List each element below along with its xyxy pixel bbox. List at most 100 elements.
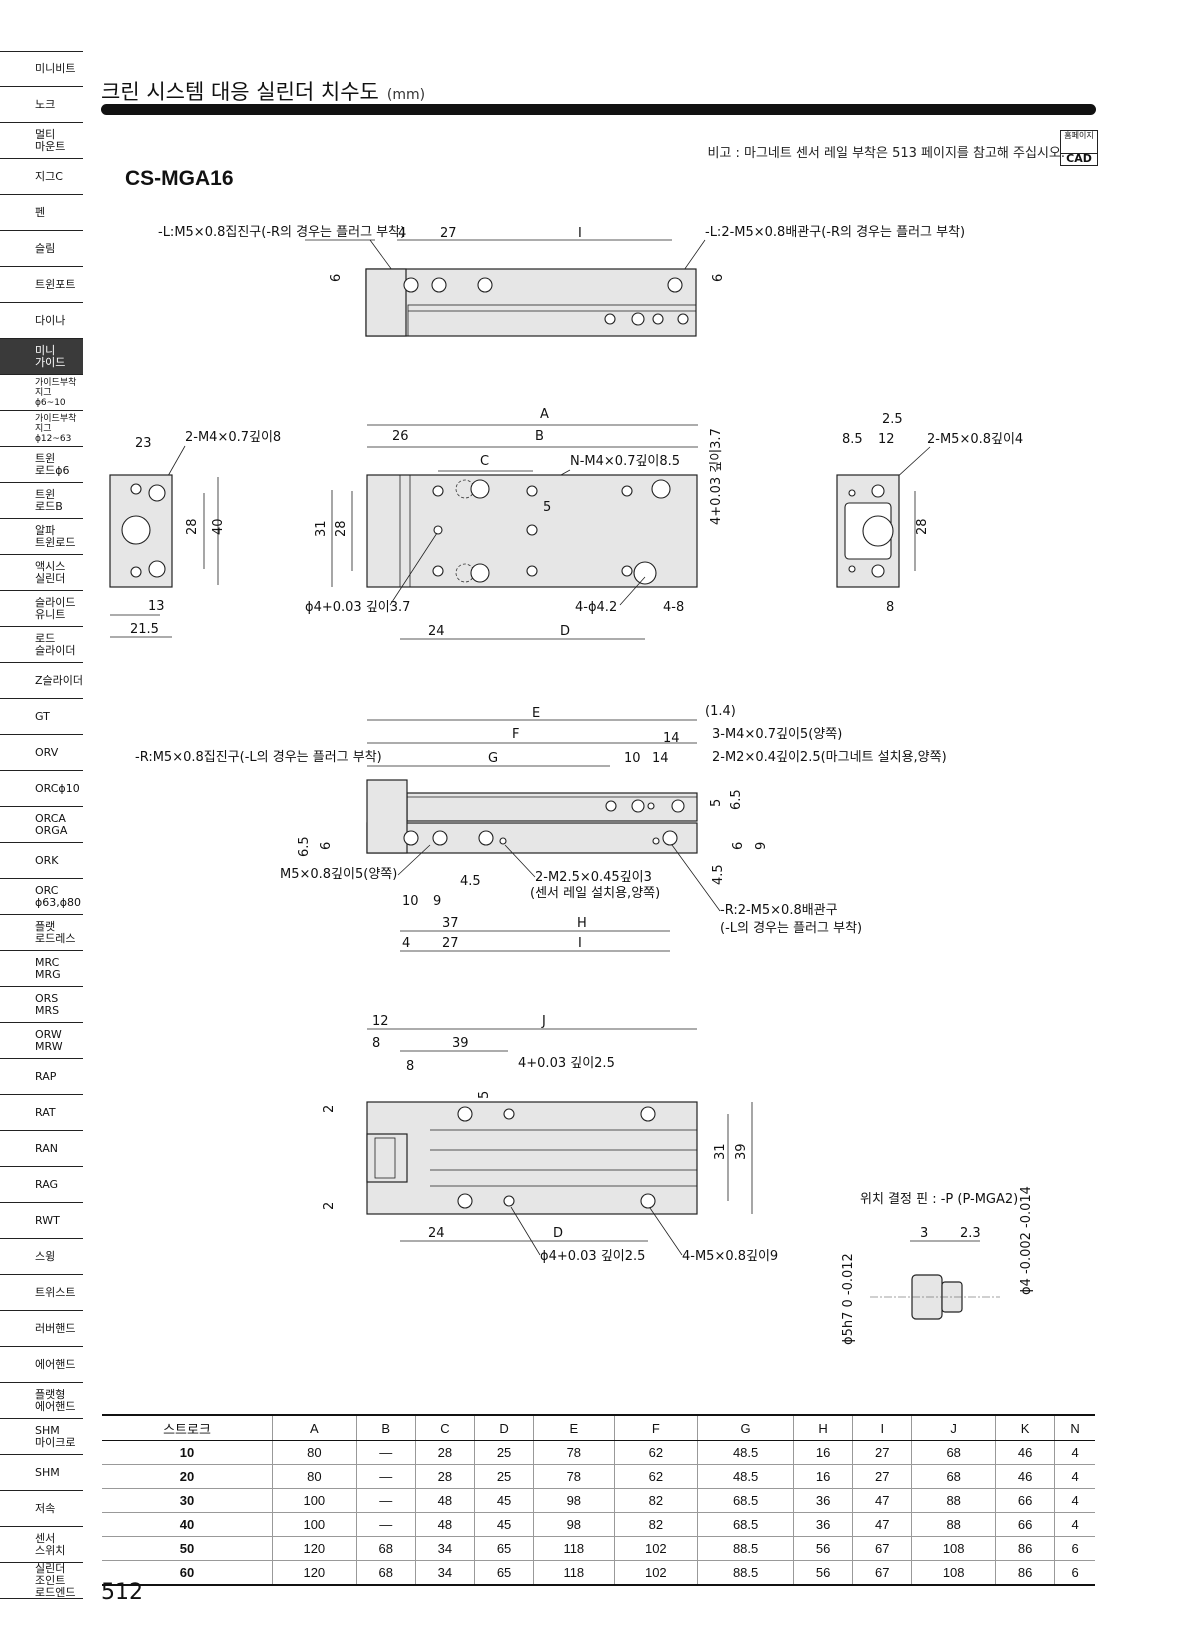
sidebar-item-label: 알파 트윈로드	[35, 523, 76, 549]
sidebar-item[interactable]: ORS MRS	[0, 987, 83, 1023]
dim-pin-hole: ϕ4+0.03 깊이3.7	[305, 600, 410, 615]
table-cell: 6	[1054, 1560, 1095, 1586]
sidebar-item[interactable]: 플랫 로드레스	[0, 915, 83, 951]
sidebar-item[interactable]: 로드 슬라이더	[0, 627, 83, 663]
sidebar-item[interactable]: 센서 스위치	[0, 1527, 83, 1563]
table-cell: 36	[793, 1488, 853, 1513]
dim-6-left: 6	[329, 274, 344, 282]
sidebar-item[interactable]: MRC MRG	[0, 951, 83, 987]
sidebar-item[interactable]: 트윈포트	[0, 267, 83, 303]
sidebar-item[interactable]: 지그C	[0, 159, 83, 195]
table-cell: 68	[911, 1464, 996, 1489]
sidebar-item-label: ORV	[35, 745, 59, 759]
table-cell: 48	[414, 1488, 475, 1513]
table-cell: 65	[473, 1536, 534, 1561]
sidebar-item[interactable]: ORCϕ10	[0, 771, 83, 807]
note-3-m4: 3-M4×0.7깊이5(양쪽)	[712, 727, 842, 742]
sidebar-item[interactable]: 스윙	[0, 1239, 83, 1275]
sidebar-item[interactable]: ORCA ORGA	[0, 807, 83, 843]
table-cell: 82	[613, 1488, 698, 1513]
dim-6-right: 6	[711, 274, 726, 282]
dim-26: 26	[392, 429, 409, 444]
sidebar-item[interactable]: 다이나	[0, 303, 83, 339]
table-cell: 4	[1054, 1512, 1095, 1537]
table-cell: 45	[473, 1488, 534, 1513]
table-cell: 28	[414, 1464, 475, 1489]
table-cell: 25	[473, 1440, 534, 1465]
sidebar-item[interactable]: RAN	[0, 1131, 83, 1167]
sidebar-item[interactable]: Z슬라이더	[0, 663, 83, 699]
dim-10-bottom: 10	[402, 894, 419, 909]
table-cell: 4	[1054, 1464, 1095, 1489]
sidebar-item[interactable]: 펜	[0, 195, 83, 231]
sidebar-item[interactable]: 트위스트	[0, 1275, 83, 1311]
sidebar-item[interactable]: 러버핸드	[0, 1311, 83, 1347]
sidebar-item-label: 센서 스위치	[35, 1531, 66, 1557]
sidebar-item[interactable]: 에어핸드	[0, 1347, 83, 1383]
sidebar-item[interactable]: SHM	[0, 1455, 83, 1491]
pin-dim-2-3: 2.3	[960, 1226, 981, 1241]
sidebar-item[interactable]: 액시스 실린더	[0, 555, 83, 591]
sidebar-item[interactable]: 저속	[0, 1491, 83, 1527]
table-cell: 78	[533, 1440, 614, 1465]
sidebar-item-label: RAG	[35, 1177, 59, 1191]
table-header-cell: 스트로크	[102, 1414, 273, 1441]
dim-6-5-right: 6.5	[729, 789, 744, 810]
table-header-cell: N	[1054, 1414, 1095, 1441]
sidebar-item[interactable]: GT	[0, 699, 83, 735]
sidebar-item[interactable]: RWT	[0, 1203, 83, 1239]
pin-title: 위치 결정 핀 : -P (P-MGA2)	[860, 1192, 1018, 1207]
dim-8-right: 8	[886, 600, 894, 615]
sidebar-item[interactable]: 미니비트	[0, 51, 83, 87]
sidebar-item[interactable]: 트윈 로드ϕ6	[0, 447, 83, 483]
dim-8-base-2: 8	[406, 1059, 414, 1074]
sidebar-item-label: 지그C	[35, 169, 63, 183]
sidebar-item[interactable]: RAP	[0, 1059, 83, 1095]
sidebar-item-label: 가이드부착지그 ϕ12~63	[35, 413, 77, 444]
sidebar-item[interactable]: ORC ϕ63,ϕ80	[0, 879, 83, 915]
sidebar-item[interactable]: 실린더 조인트 로드엔드	[0, 1562, 83, 1599]
table-header-cell: J	[911, 1414, 996, 1441]
sidebar-item-label: SHM	[35, 1465, 60, 1479]
top-view: -L:M5×0.8집진구(-R의 경우는 플러그 부착) -L:2-M5×0.8…	[158, 225, 965, 337]
dim-6-right: 6	[731, 842, 746, 850]
sidebar-item[interactable]: 슬림	[0, 231, 83, 267]
left-side-view: 23 2-M4×0.7깊이8 28 40 13 21.5	[109, 430, 281, 638]
table-cell: 67	[852, 1536, 912, 1561]
table-cell: 67	[852, 1560, 912, 1586]
dim-31-base: 31	[713, 1143, 728, 1160]
title-rule	[101, 104, 1096, 115]
note-sensor-rail: (센서 레일 설치용,양쪽)	[530, 886, 660, 901]
sidebar-item[interactable]: SHM 마이크로	[0, 1419, 83, 1455]
sidebar-item[interactable]: 가이드부착지그 ϕ6~10	[0, 375, 83, 411]
dim-pin-hole-base-2: ϕ4+0.03 깊이2.5	[540, 1249, 645, 1264]
dim-F: F	[512, 727, 519, 742]
sidebar-item[interactable]: 슬라이드 유니트	[0, 591, 83, 627]
dim-28-right: 28	[915, 518, 930, 535]
sidebar-item[interactable]: ORV	[0, 735, 83, 771]
dim-39-base: 39	[452, 1036, 469, 1051]
dim-28-front: 28	[334, 520, 349, 537]
sidebar-item[interactable]: 멀티 마운트	[0, 123, 83, 159]
sidebar-item[interactable]: ORW MRW	[0, 1023, 83, 1059]
sidebar-item[interactable]: ORK	[0, 843, 83, 879]
sidebar-item-label: SHM 마이크로	[35, 1423, 76, 1449]
dim-tap-m5-depth9: 4-M5×0.8깊이9	[682, 1249, 778, 1264]
sidebar-item[interactable]: RAT	[0, 1095, 83, 1131]
sidebar-item[interactable]: 노크	[0, 87, 83, 123]
sidebar-item[interactable]: 알파 트윈로드	[0, 519, 83, 555]
dim-12-base: 12	[372, 1014, 389, 1029]
table-cell: 50	[102, 1536, 273, 1561]
cad-badge-label: CAD	[1061, 153, 1097, 164]
sidebar-item[interactable]: RAG	[0, 1167, 83, 1203]
sidebar-item[interactable]: 미니 가이드	[0, 339, 83, 375]
dim-9-right: 9	[754, 842, 769, 850]
sidebar-item[interactable]: 트윈 로드B	[0, 483, 83, 519]
cad-download-icon[interactable]: 홈페이지 CAD	[1060, 130, 1098, 166]
sidebar-item[interactable]: 플랫형 에어핸드	[0, 1383, 83, 1419]
dim-23: 23	[135, 436, 152, 451]
dim-B: B	[535, 429, 544, 444]
sidebar-item-label: 저속	[35, 1501, 56, 1515]
sidebar-item[interactable]: 가이드부착지그 ϕ12~63	[0, 411, 83, 447]
